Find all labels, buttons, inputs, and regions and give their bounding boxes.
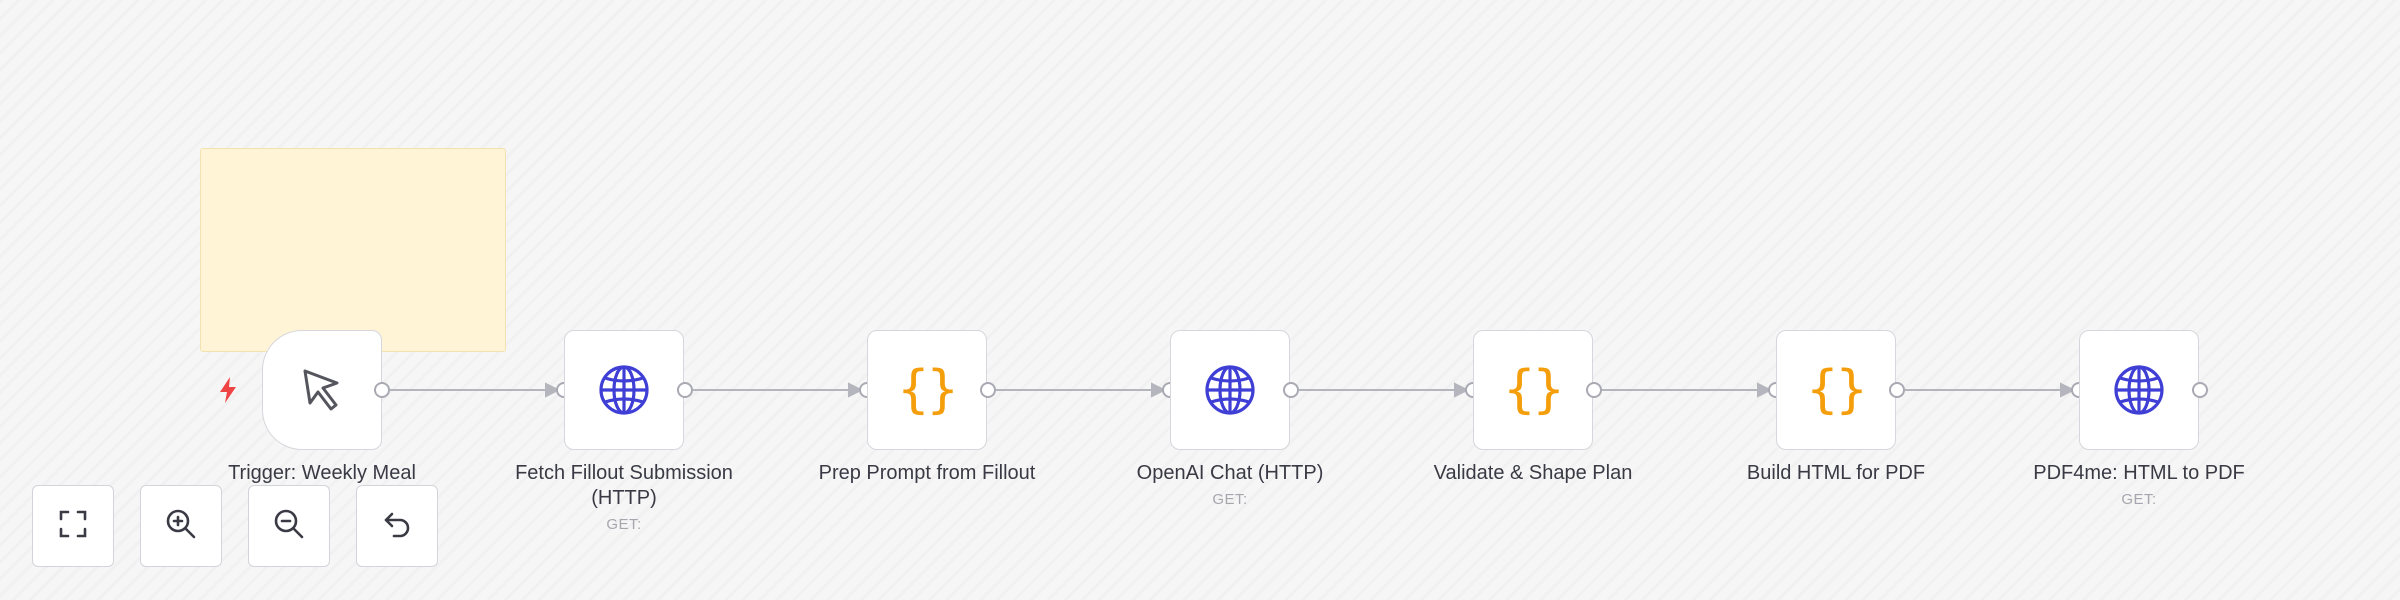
globe-icon bbox=[1203, 363, 1257, 417]
zoom-out-button[interactable] bbox=[248, 485, 330, 567]
node-build-html-for-pdf[interactable]: {} bbox=[1776, 330, 1896, 450]
node-fetch-fillout-submission[interactable] bbox=[564, 330, 684, 450]
connection-prep-openai[interactable] bbox=[996, 382, 1167, 398]
globe-icon bbox=[597, 363, 651, 417]
globe-icon bbox=[2112, 363, 2166, 417]
node-trigger-weekly-meal[interactable] bbox=[262, 330, 382, 450]
node-label: Trigger: Weekly Meal bbox=[228, 462, 416, 484]
node-label: Validate & Shape Plan bbox=[1433, 462, 1633, 484]
undo-icon bbox=[381, 508, 413, 545]
connection-trigger-fetch[interactable] bbox=[390, 382, 561, 398]
output-handle[interactable] bbox=[677, 382, 693, 398]
cursor-pointer-icon bbox=[299, 366, 345, 414]
node-label: Fetch Fillout Submission (HTTP) bbox=[515, 462, 733, 509]
fullscreen-icon bbox=[58, 509, 88, 544]
node-prep-prompt[interactable]: {} bbox=[867, 330, 987, 450]
output-handle[interactable] bbox=[1586, 382, 1602, 398]
fit-view-button[interactable] bbox=[32, 485, 114, 567]
connection-build-pdf4me[interactable] bbox=[1905, 382, 2076, 398]
node-sublabel: GET: bbox=[2121, 491, 2157, 508]
curly-braces-icon: {} bbox=[1806, 360, 1868, 420]
zoom-in-icon bbox=[165, 508, 197, 545]
node-label: PDF4me: HTML to PDF bbox=[2033, 462, 2245, 484]
zoom-in-button[interactable] bbox=[140, 485, 222, 567]
output-handle[interactable] bbox=[374, 382, 390, 398]
connection-fetch-prep[interactable] bbox=[693, 382, 864, 398]
zoom-out-icon bbox=[273, 508, 305, 545]
node-pdf4me-html-to-pdf[interactable] bbox=[2079, 330, 2199, 450]
reset-zoom-button[interactable] bbox=[356, 485, 438, 567]
output-handle[interactable] bbox=[2192, 382, 2208, 398]
lightning-bolt-icon bbox=[217, 376, 239, 409]
sticky-note[interactable] bbox=[200, 148, 506, 352]
output-handle[interactable] bbox=[980, 382, 996, 398]
node-openai-chat[interactable] bbox=[1170, 330, 1290, 450]
connection-validate-build[interactable] bbox=[1602, 382, 1773, 398]
output-handle[interactable] bbox=[1283, 382, 1299, 398]
node-validate-shape-plan[interactable]: {} bbox=[1473, 330, 1593, 450]
node-label: Build HTML for PDF bbox=[1746, 462, 1926, 484]
output-handle[interactable] bbox=[1889, 382, 1905, 398]
connection-openai-validate[interactable] bbox=[1299, 382, 1470, 398]
node-sublabel: GET: bbox=[1212, 491, 1248, 508]
node-label: OpenAI Chat (HTTP) bbox=[1136, 462, 1324, 484]
curly-braces-icon: {} bbox=[897, 360, 959, 420]
node-sublabel: GET: bbox=[606, 516, 642, 533]
curly-braces-icon: {} bbox=[1503, 360, 1565, 420]
node-label: Prep Prompt from Fillout bbox=[818, 462, 1036, 484]
